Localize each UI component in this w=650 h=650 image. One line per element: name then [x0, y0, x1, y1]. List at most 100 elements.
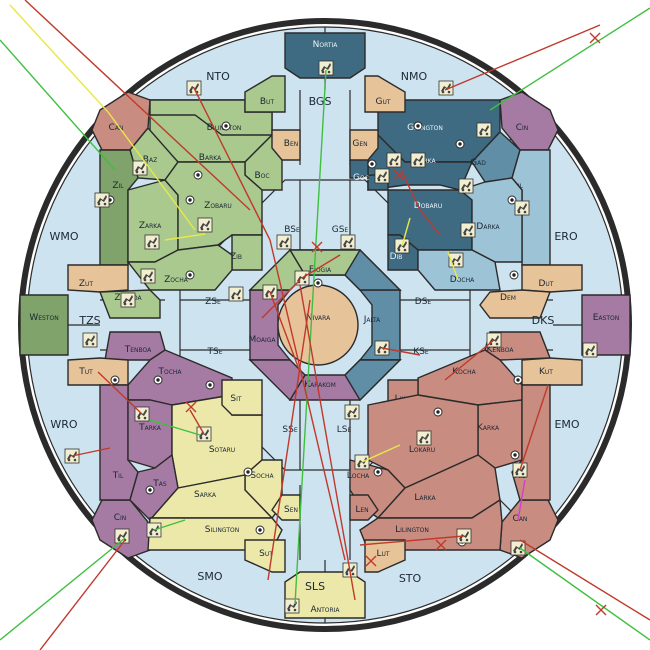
army-unit-icon[interactable] [458, 178, 474, 194]
label-wmo: WMO [49, 230, 78, 243]
label-easton: Easton [593, 313, 619, 323]
army-unit-icon[interactable] [144, 234, 160, 250]
supply-center-dot [433, 407, 443, 417]
province-gen[interactable] [349, 129, 379, 161]
province-len[interactable] [349, 494, 379, 521]
supply-center-dot [455, 139, 465, 149]
label-baz: Baz [143, 155, 157, 165]
supply-center-dot [510, 450, 520, 460]
label-zobaru: Zobaru [204, 201, 232, 211]
label-antoria: Antoria [310, 605, 340, 615]
label-gse: GSe [332, 225, 349, 235]
army-unit-icon[interactable] [410, 152, 426, 168]
label-tocha: Tocha [157, 367, 182, 377]
label-sen: Sen [284, 505, 298, 515]
supply-center-dot [255, 525, 265, 535]
army-unit-icon[interactable] [94, 192, 110, 208]
province-sit[interactable] [221, 379, 263, 416]
province-gut[interactable] [364, 75, 406, 113]
province-nortia[interactable] [284, 32, 366, 79]
supply-center-dot [185, 270, 195, 280]
army-unit-icon[interactable] [460, 222, 476, 238]
label-karka: Karka [477, 423, 500, 433]
supply-center-dot [243, 467, 253, 477]
province-sut[interactable] [244, 539, 286, 573]
label-dks: DKS [532, 314, 555, 327]
province-cin-ne[interactable] [499, 91, 559, 151]
province-docha[interactable] [417, 249, 501, 291]
label-gad: Gad [470, 158, 486, 168]
failed-order-marks [185, 32, 607, 616]
label-gen: Gen [352, 139, 367, 149]
label-but: But [260, 97, 275, 107]
label-til: Til [112, 471, 124, 481]
army-unit-icon[interactable] [120, 292, 136, 308]
label-tut: Tut [78, 367, 93, 377]
label-socha: Socha [250, 471, 274, 481]
army-unit-icon[interactable] [510, 540, 526, 556]
supply-center-dot [513, 375, 523, 385]
province-lut[interactable] [364, 539, 406, 573]
army-unit-icon[interactable] [284, 598, 300, 614]
label-emo: EMO [554, 418, 579, 431]
province-ben[interactable] [271, 129, 301, 161]
label-can-se: Can [513, 514, 528, 524]
label-zut: Zut [79, 279, 94, 289]
label-barka: Barka [199, 153, 222, 163]
province-but[interactable] [244, 75, 286, 113]
label-bgs: BGS [309, 95, 332, 108]
label-lut: Lut [376, 549, 389, 559]
label-dem: Dem [500, 293, 516, 303]
label-boc: Boc [254, 171, 269, 181]
label-tse: TSe [206, 347, 222, 357]
army-unit-icon[interactable] [340, 234, 356, 250]
label-nto: NTO [206, 70, 230, 83]
army-unit-icon[interactable] [582, 342, 598, 358]
supply-center-dot [153, 375, 163, 385]
label-goc: Goc [353, 173, 369, 183]
label-docha: Docha [450, 275, 475, 285]
center-ring-ne [344, 248, 402, 291]
label-kut: Kut [539, 367, 553, 377]
army-unit-icon[interactable] [374, 168, 390, 184]
province-dem[interactable] [479, 289, 551, 319]
supply-center-dot [313, 278, 323, 288]
army-unit-icon[interactable] [514, 200, 530, 216]
army-unit-icon[interactable] [228, 286, 244, 302]
quadrant-nw: Bilington Barka Boc Baz Zil Zarka Zobaru… [67, 75, 301, 319]
label-gilington: Gilington [407, 123, 443, 133]
army-unit-icon[interactable] [344, 404, 360, 420]
label-sto: STO [399, 572, 422, 585]
province-easton[interactable] [581, 294, 631, 356]
province-weston[interactable] [19, 294, 69, 356]
label-darka: Darka [476, 222, 500, 232]
supply-center-dot [509, 270, 519, 280]
label-zarka: Zarka [139, 221, 162, 231]
army-unit-icon[interactable] [476, 122, 492, 138]
province-zut[interactable] [67, 264, 129, 293]
army-unit-icon[interactable] [416, 430, 432, 446]
label-weston: Weston [29, 313, 58, 323]
army-unit-icon[interactable] [386, 152, 402, 168]
label-cin-sw: Cin [114, 513, 127, 523]
label-smo: SMO [197, 570, 222, 583]
label-ben: Ben [284, 139, 298, 149]
center-ring-sw [248, 359, 306, 402]
army-unit-icon[interactable] [140, 268, 156, 284]
label-cin-ne: Cin [516, 123, 529, 133]
label-len: Len [355, 505, 368, 515]
province-dut[interactable] [521, 264, 583, 293]
label-dse: DSe [415, 297, 432, 307]
label-nortia: Nortia [313, 40, 339, 50]
army-unit-icon[interactable] [82, 332, 98, 348]
label-larka: Larka [414, 493, 436, 503]
supply-center-dot [367, 159, 377, 169]
province-sen[interactable] [271, 494, 301, 521]
province-darka[interactable] [458, 177, 523, 263]
label-wro: WRO [50, 418, 78, 431]
army-unit-icon[interactable] [276, 234, 292, 250]
label-kse: KSe [413, 347, 429, 357]
army-unit-icon[interactable] [197, 217, 213, 233]
supply-center-dot [373, 467, 383, 477]
